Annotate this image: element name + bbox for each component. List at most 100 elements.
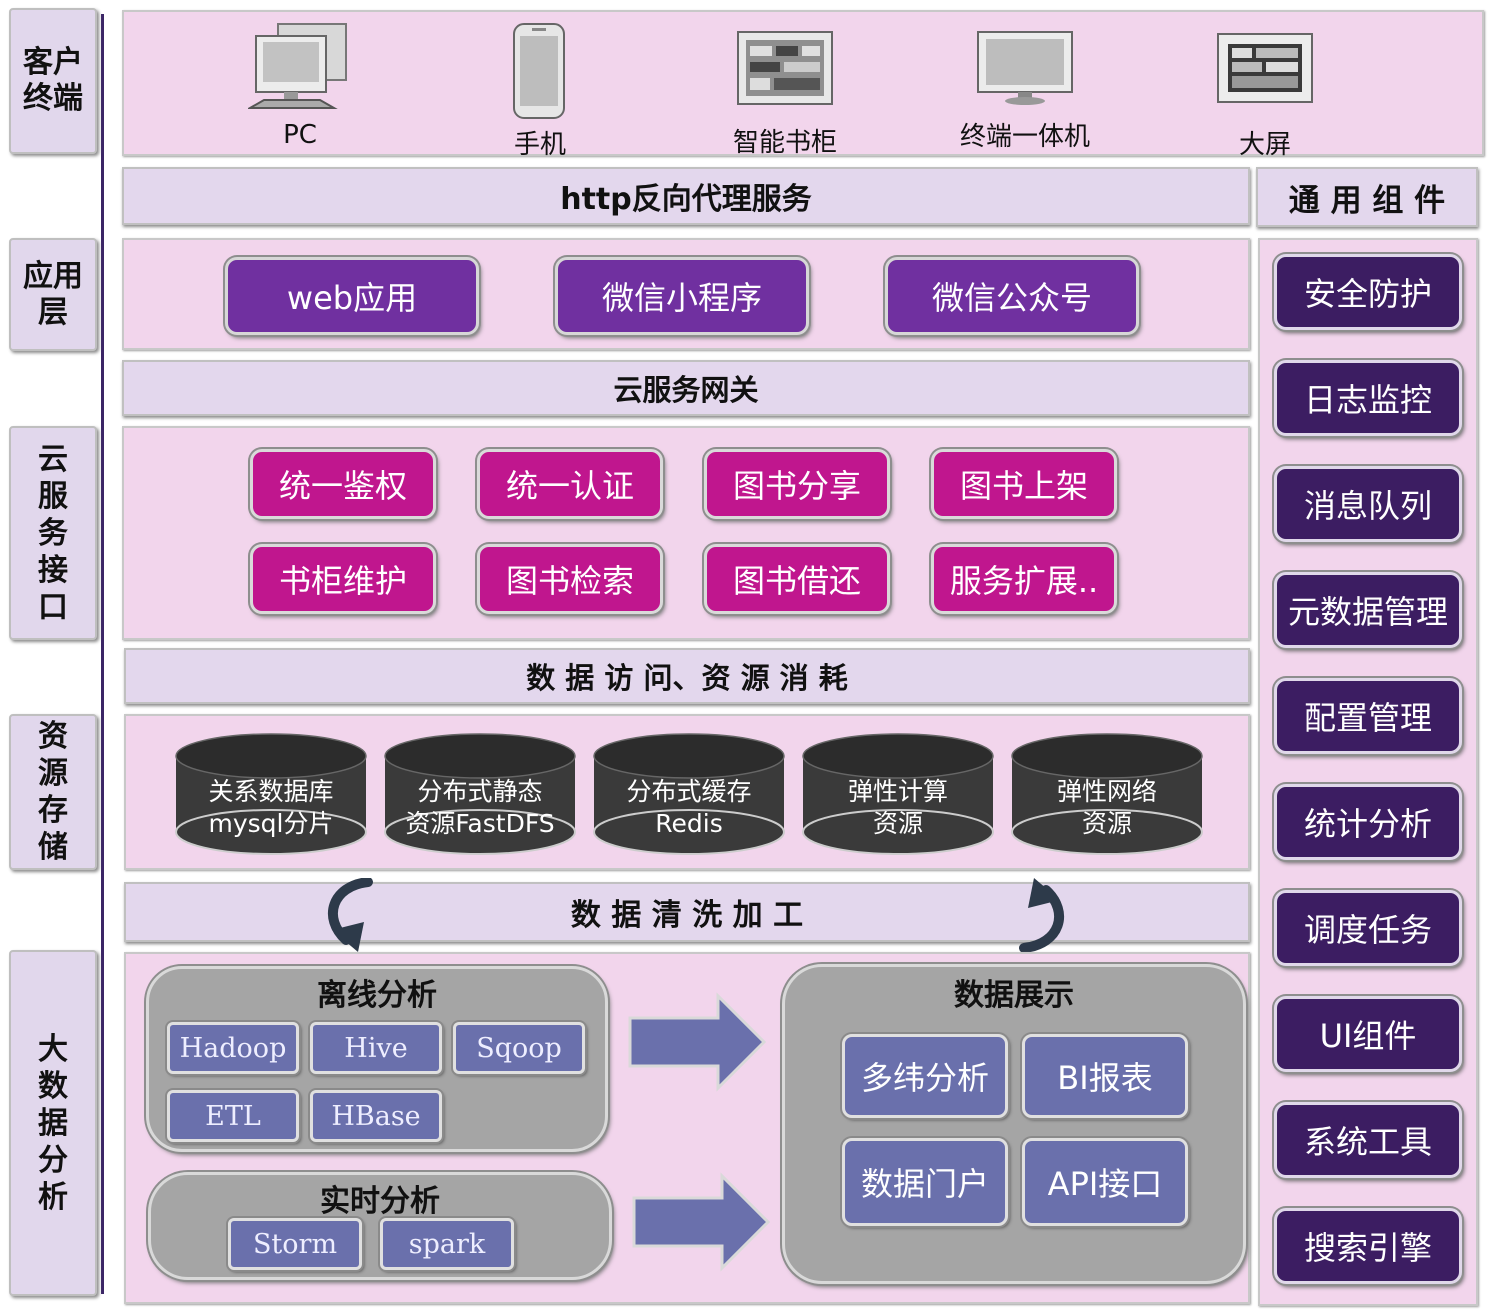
wechat-official-account-label: 微信公众号	[931, 279, 1092, 317]
tool-label: Hadoop	[179, 1032, 287, 1064]
component-metadata[interactable]: 元数据管理	[1274, 572, 1462, 648]
service-label: 统一鉴权	[278, 467, 407, 505]
offline-analysis-title: 离线分析	[317, 978, 437, 1013]
component-label: 日志监控	[1303, 381, 1432, 419]
display-label: BI报表	[1057, 1059, 1153, 1097]
service-label: 统一认证	[505, 467, 634, 505]
display-api[interactable]: API接口	[1022, 1138, 1188, 1226]
service-label: 图书检索	[505, 562, 634, 600]
service-label: 书柜维护	[278, 562, 407, 600]
db-label-line: mysql分片	[208, 809, 334, 838]
component-label: 系统工具	[1303, 1123, 1432, 1161]
service-label: 图书上架	[959, 467, 1088, 505]
wechat-official-account-button[interactable]: 微信公众号	[885, 257, 1139, 335]
db-label-line: 弹性计算	[847, 777, 948, 806]
data-display-title: 数据展示	[954, 978, 1074, 1013]
db-cylinder-network	[1011, 733, 1203, 855]
db-label-line: Redis	[655, 809, 723, 838]
layer-label-resource: 资 源 存 储	[9, 714, 97, 870]
service-search-button[interactable]: 图书检索	[477, 544, 663, 614]
display-multi-dimension[interactable]: 多纬分析	[842, 1034, 1008, 1118]
device-label-cabinet: 智能书柜	[732, 128, 837, 158]
data-access-bar: 数 据 访 问、资 源 消 耗	[124, 648, 1250, 704]
tool-sqoop[interactable]: Sqoop	[453, 1022, 585, 1074]
db-label-network: 弹性网络 资源	[1010, 776, 1204, 840]
component-label: 安全防护	[1303, 275, 1432, 313]
service-share-button[interactable]: 图书分享	[704, 449, 890, 519]
db-label-mysql: 关系数据库 mysql分片	[174, 776, 368, 840]
curved-arrow-down-icon	[327, 878, 373, 952]
component-config[interactable]: 配置管理	[1274, 678, 1462, 754]
db-label-line: 弹性网络	[1056, 777, 1157, 806]
wechat-miniprogram-label: 微信小程序	[601, 279, 762, 317]
tool-hadoop[interactable]: Hadoop	[167, 1022, 299, 1074]
components-title-bar: 通 用 组 件	[1256, 167, 1478, 227]
tool-label: spark	[408, 1228, 486, 1260]
tool-hive[interactable]: Hive	[310, 1022, 442, 1074]
service-cabinet-maintain-button[interactable]: 书柜维护	[250, 544, 436, 614]
service-auth-button[interactable]: 统一鉴权	[250, 449, 436, 519]
layer-label-app: 应用 层	[9, 238, 97, 351]
layer-label-bigdata-text: 大 数 据 分 析	[38, 1031, 68, 1215]
tool-label: Storm	[252, 1228, 338, 1260]
component-ui[interactable]: UI组件	[1274, 996, 1462, 1072]
service-shelve-button[interactable]: 图书上架	[931, 449, 1117, 519]
component-system-tools[interactable]: 系统工具	[1274, 1102, 1462, 1178]
wechat-miniprogram-button[interactable]: 微信小程序	[555, 257, 809, 335]
db-label-line: 资源	[872, 809, 923, 838]
device-label-screen: 大屏	[1238, 130, 1291, 160]
display-label: 数据门户	[860, 1165, 989, 1203]
data-clean-label: 数 据 清 洗 加 工	[570, 898, 804, 933]
display-bi-report[interactable]: BI报表	[1022, 1034, 1188, 1118]
tool-label: ETL	[205, 1100, 261, 1132]
db-cylinder-fastdfs	[384, 733, 576, 855]
service-borrow-button[interactable]: 图书借还	[704, 544, 890, 614]
tool-hbase[interactable]: HBase	[310, 1090, 442, 1142]
tool-spark[interactable]: spark	[380, 1218, 514, 1270]
realtime-analysis-title: 实时分析	[320, 1184, 440, 1219]
device-label-pc: PC	[283, 120, 317, 150]
component-scheduler[interactable]: 调度任务	[1274, 890, 1462, 966]
pc-icon	[248, 23, 347, 109]
tool-storm[interactable]: Storm	[228, 1218, 362, 1270]
component-statistics[interactable]: 统计分析	[1274, 784, 1462, 860]
service-label: 图书借还	[732, 562, 861, 600]
http-proxy-label: http反向代理服务	[560, 182, 812, 217]
web-app-label: web应用	[286, 279, 418, 317]
service-extend-button[interactable]: 服务扩展..	[931, 544, 1117, 614]
layer-divider-line	[101, 14, 104, 1294]
display-label: API接口	[1047, 1165, 1163, 1203]
db-label-line: 资源	[1081, 809, 1132, 838]
db-cylinder-compute	[802, 733, 994, 855]
component-log-monitor[interactable]: 日志监控	[1274, 360, 1462, 436]
arrow-right-icon	[632, 1172, 771, 1272]
display-label: 多纬分析	[860, 1059, 989, 1097]
component-security[interactable]: 安全防护	[1274, 254, 1462, 330]
db-cylinder-mysql	[175, 733, 367, 855]
terminal-icon	[977, 31, 1073, 105]
component-label: 搜索引擎	[1303, 1229, 1432, 1267]
component-message-queue[interactable]: 消息队列	[1274, 466, 1462, 542]
component-label: 统计分析	[1303, 805, 1432, 843]
data-access-label: 数 据 访 问、资 源 消 耗	[526, 661, 848, 695]
layer-label-resource-text: 资 源 存 储	[38, 719, 68, 865]
db-cylinder-redis	[593, 733, 785, 855]
service-label: 服务扩展..	[949, 562, 1099, 600]
layer-label-client-text: 客户 终端	[23, 45, 83, 116]
curved-arrow-up-icon	[1019, 878, 1065, 952]
display-data-portal[interactable]: 数据门户	[842, 1138, 1008, 1226]
cloud-gateway-label: 云服务网关	[613, 373, 759, 407]
tool-etl[interactable]: ETL	[167, 1090, 299, 1142]
component-label: 调度任务	[1303, 911, 1432, 949]
smart-cabinet-icon	[737, 31, 833, 105]
service-login-button[interactable]: 统一认证	[477, 449, 663, 519]
component-label: 消息队列	[1303, 487, 1432, 525]
db-label-line: 分布式缓存	[626, 777, 752, 806]
component-search-engine[interactable]: 搜索引擎	[1274, 1208, 1462, 1284]
db-label-line: 分布式静态	[417, 777, 543, 806]
cloud-gateway-bar: 云服务网关	[122, 360, 1250, 416]
phone-icon	[513, 23, 565, 119]
db-label-line: 关系数据库	[208, 777, 334, 806]
web-app-button[interactable]: web应用	[225, 257, 479, 335]
arrow-right-icon	[628, 992, 767, 1092]
